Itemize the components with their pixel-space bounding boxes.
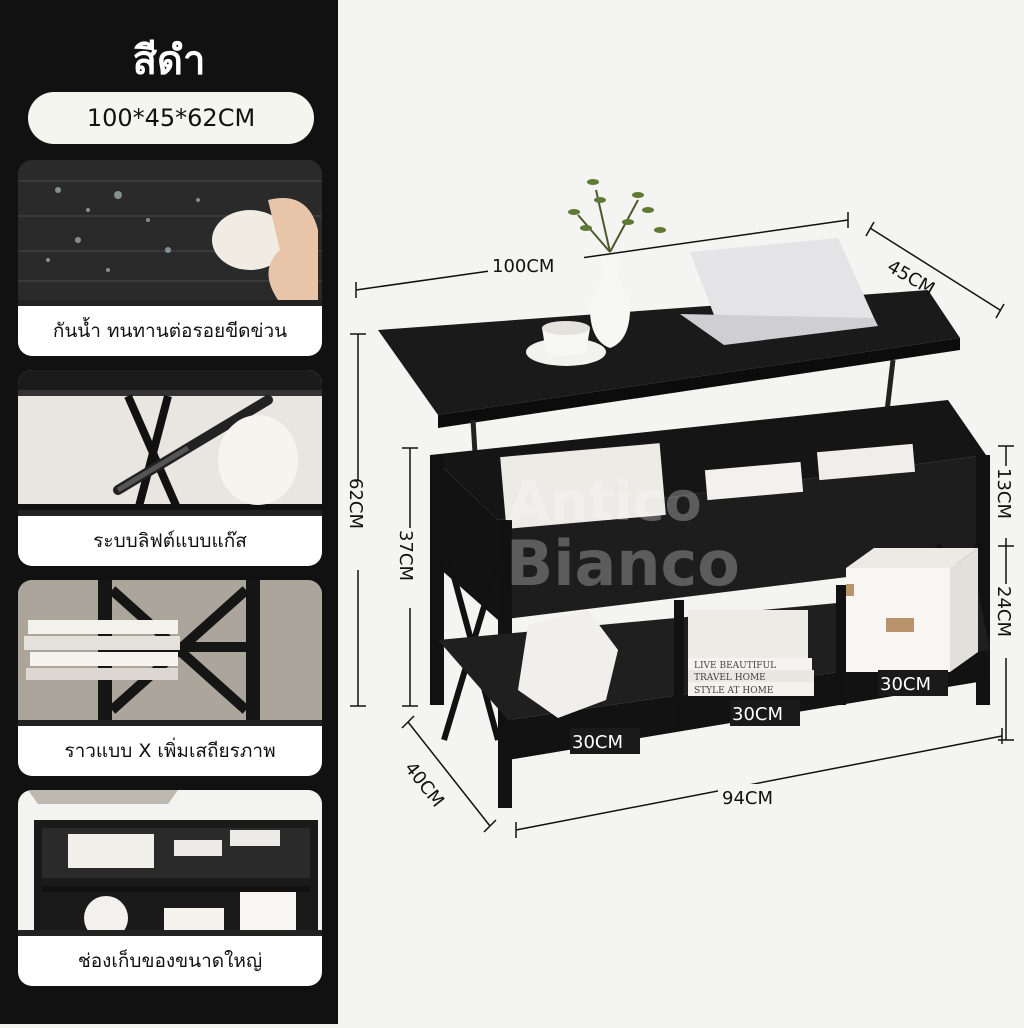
dim-height-total: 62CM [345, 478, 366, 529]
dim-height-drawer: 13CM [993, 468, 1014, 519]
storage-image [18, 790, 322, 930]
dimensions-badge: 100*45*62CM [28, 92, 314, 144]
waterproof-surface-image [18, 160, 322, 300]
feature-card-storage: ช่องเก็บของขนาดใหญ่ [18, 790, 322, 986]
feature-label-x-brace: ราวแบบ X เพิ่มเสถียรภาพ [18, 726, 322, 776]
feature-label-waterproof: กันน้ำ ทนทานต่อรอยขีดข่วน [18, 306, 322, 356]
feature-card-waterproof: กันน้ำ ทนทานต่อรอยขีดข่วน [18, 160, 322, 356]
watermark-line-1: Antico [508, 470, 702, 533]
dim-width-top: 100CM [492, 256, 554, 277]
feature-label-storage: ช่องเก็บของขนาดใหญ่ [18, 936, 322, 986]
x-brace-image [18, 580, 322, 720]
gas-lift-image [18, 370, 322, 510]
feature-card-x-brace: ราวแบบ X เพิ่มเสถียรภาพ [18, 580, 322, 776]
product-diagram: LIVE BEAUTIFUL TRAVEL HOME STYLE AT HOME… [338, 0, 1024, 1024]
dim-cube-2: 30CM [732, 704, 783, 725]
feature-label-gas-lift: ระบบลิฟต์แบบแก๊ส [18, 516, 322, 566]
dim-cube-3: 30CM [880, 674, 931, 695]
dim-width-bottom: 94CM [722, 788, 773, 809]
feature-sidebar: สีดำ 100*45*62CM กันน้ำ ทนทานต่อรอยขีดข่… [0, 0, 338, 1024]
feature-card-gas-lift: ระบบลิฟต์แบบแก๊ส [18, 370, 322, 566]
color-title: สีดำ [132, 38, 206, 84]
dim-height-cube: 24CM [993, 586, 1014, 637]
book-spine-2: TRAVEL HOME [694, 673, 766, 683]
book-spine-1: LIVE BEAUTIFUL [694, 661, 776, 671]
dim-height-body: 37CM [395, 530, 416, 581]
book-spine-3: STYLE AT HOME [694, 686, 773, 696]
dim-cube-1: 30CM [572, 732, 623, 753]
watermark-line-2: Bianco [506, 527, 740, 600]
coffee-table-illustration: LIVE BEAUTIFUL TRAVEL HOME STYLE AT HOME… [338, 0, 1024, 1024]
